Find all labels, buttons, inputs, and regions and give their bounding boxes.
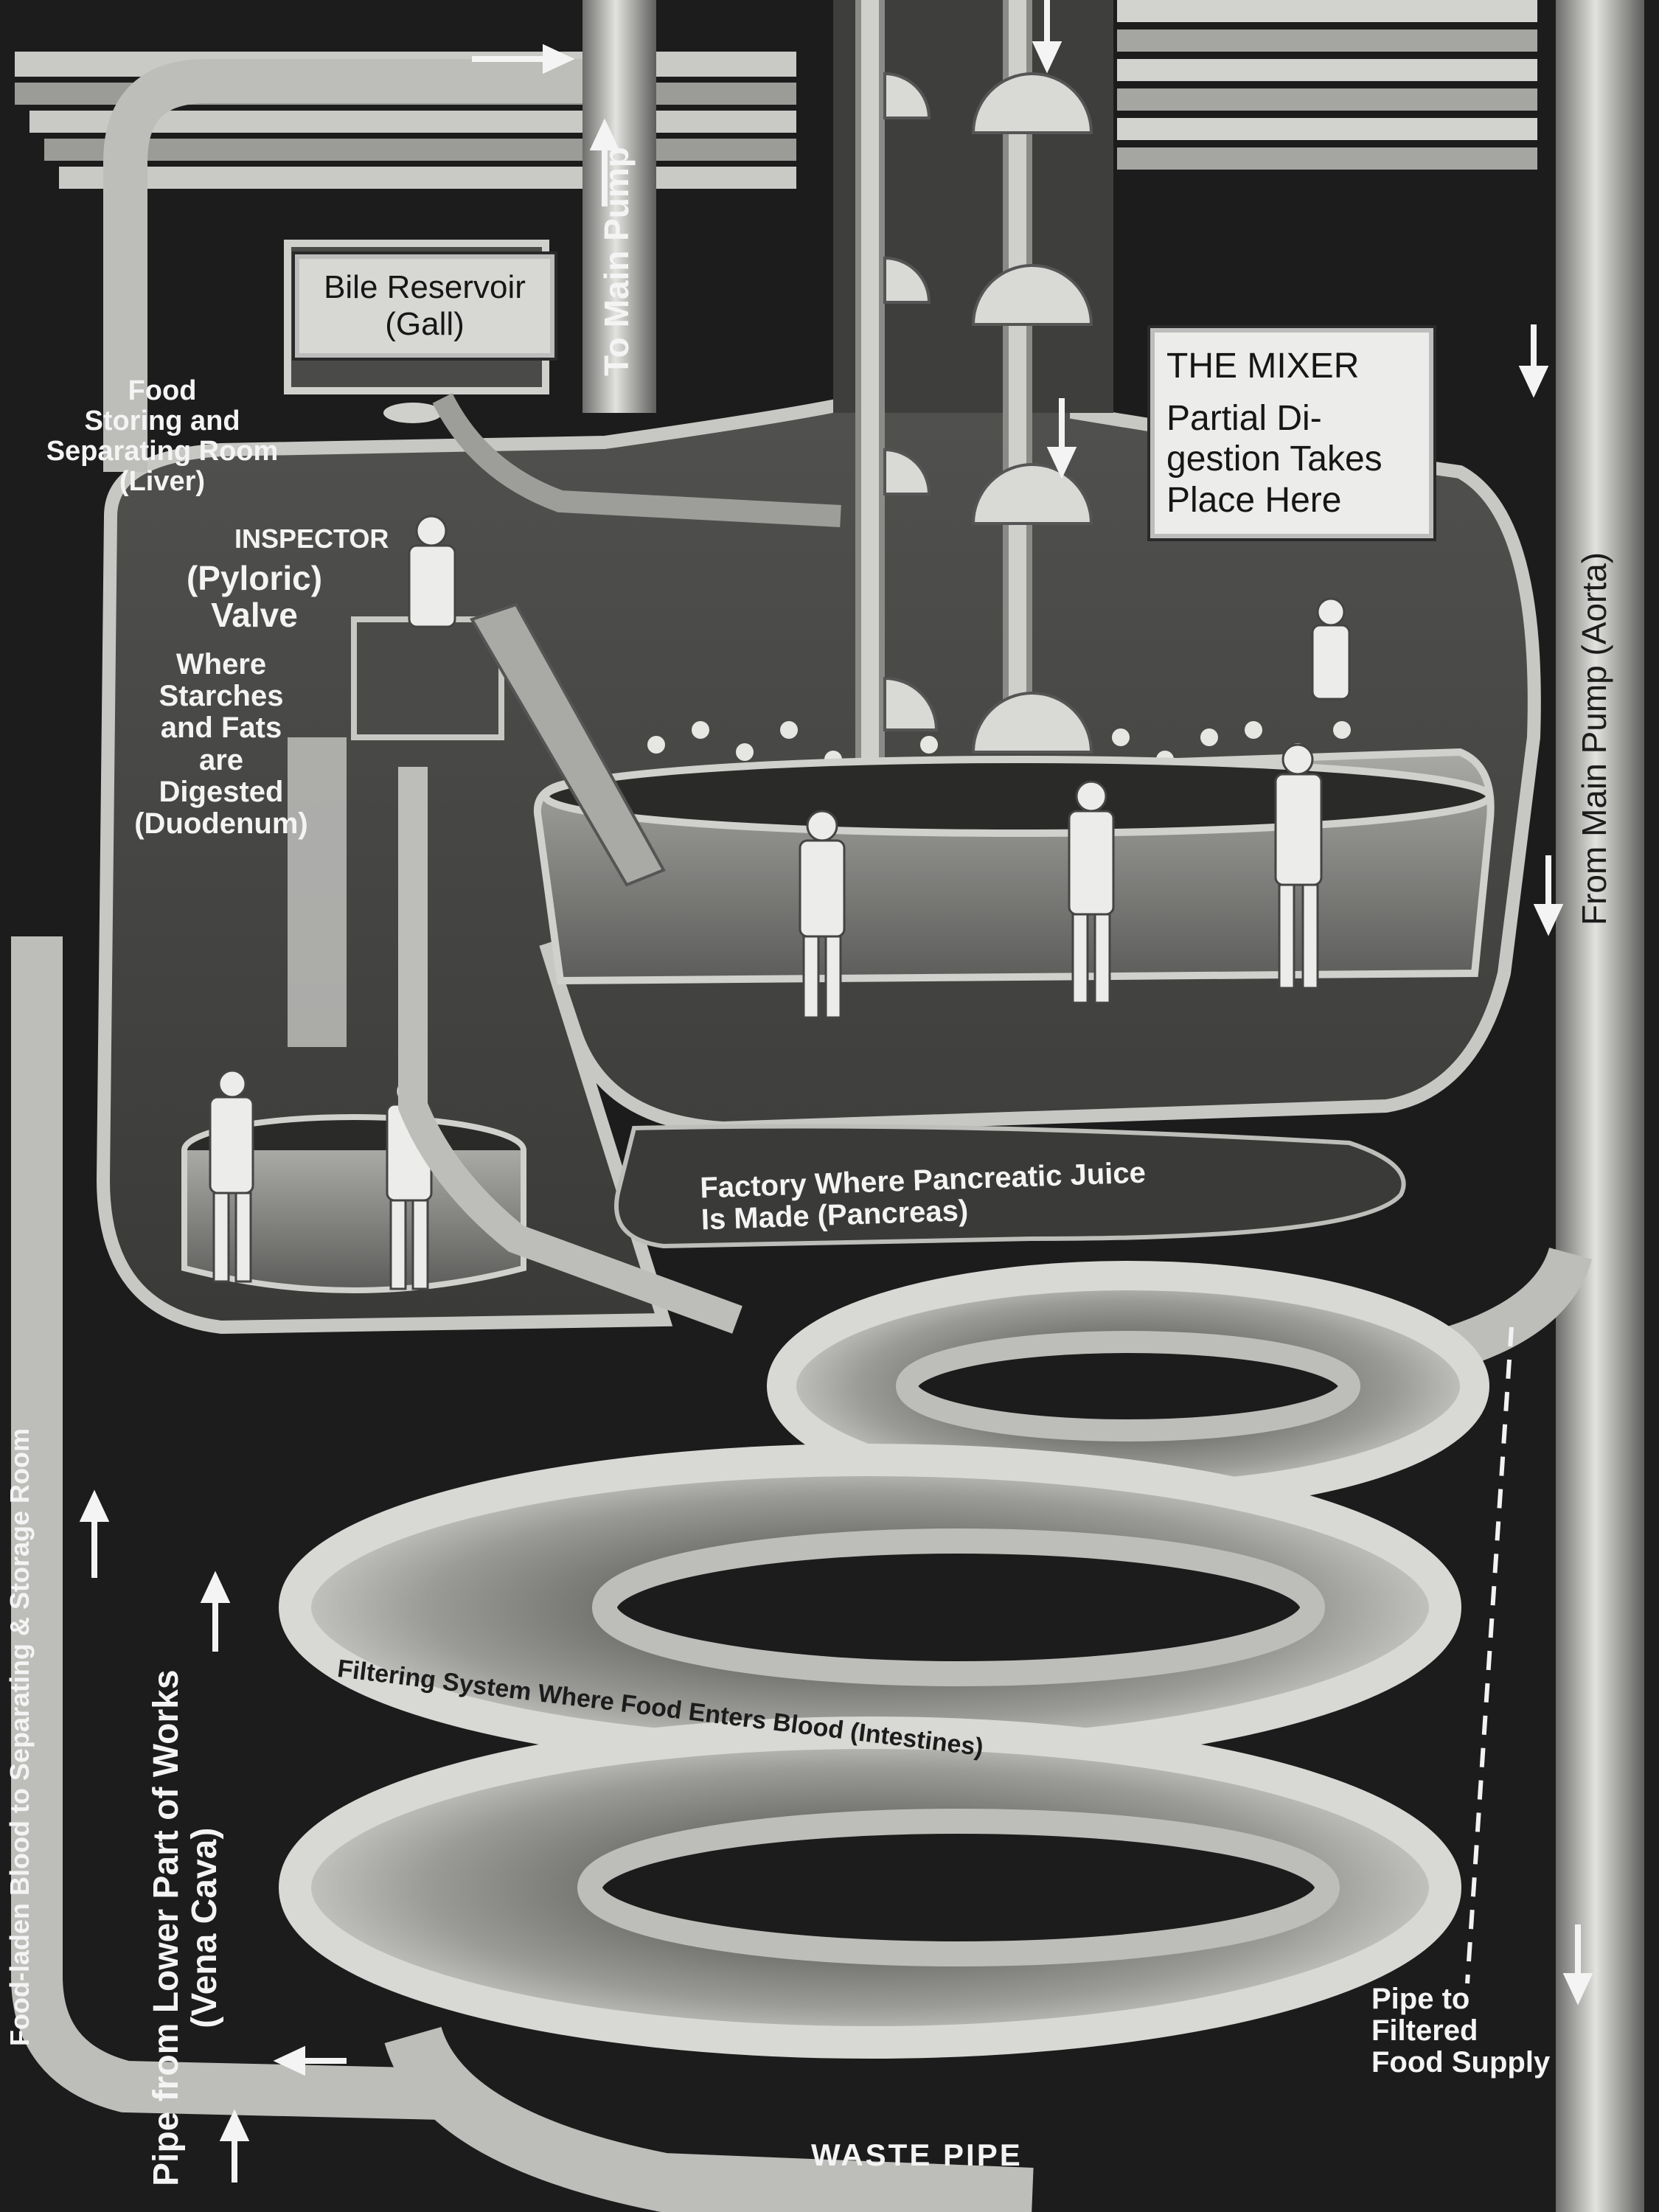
pyloric-valve-label: (Pyloric) Valve <box>170 560 339 633</box>
intestine-coils <box>279 1261 1489 2059</box>
bile-reservoir-line-2: (Gall) <box>385 306 465 342</box>
filtered-food-line-2: Filtered <box>1371 2014 1478 2048</box>
mixer-sign-line-2: gestion Takes <box>1166 439 1382 479</box>
mixer-sign-line-1: Partial Di- <box>1166 399 1322 439</box>
pancreas <box>614 1124 1406 1249</box>
duodenum-line-6: (Duodenum) <box>134 807 308 840</box>
duodenum-line-1: Where <box>175 648 267 681</box>
chain-left <box>855 0 885 885</box>
liver-line-2: Storing and <box>84 406 240 437</box>
inspector-figure <box>351 515 504 740</box>
filtered-food-line-1: Pipe to <box>1371 1983 1470 2015</box>
liver-label: Food Storing and Separating Room (Liver) <box>22 375 302 498</box>
stomach-duodenum-body <box>96 0 1541 1335</box>
liver-line-3: Separating Room <box>46 436 279 467</box>
mixer-sign: THE MIXER Partial Di- gestion Takes Plac… <box>1150 328 1433 538</box>
filtered-food-dashed-line <box>1465 1326 1514 1984</box>
mixer-paddles <box>883 72 1093 754</box>
duodenum-line-2: Starches <box>159 680 284 713</box>
liver-upper-pipe <box>103 59 582 472</box>
mixer-sign-title: THE MIXER <box>1166 347 1360 386</box>
bile-valve <box>383 403 442 423</box>
aorta-pipe <box>1556 0 1644 2212</box>
filtered-food-label: Pipe to Filtered Food Supply <box>1371 1983 1550 2079</box>
waste-pipe-label: WASTE PIPE <box>811 2138 1023 2172</box>
pipe-to-main-pump <box>582 0 656 413</box>
liver-roof-shelves <box>15 52 796 189</box>
duodenum-line-5: Digested <box>159 775 284 808</box>
workers-at-mixer <box>799 597 1351 1019</box>
pyloric-line-1: (Pyloric) <box>186 559 323 597</box>
mixer-sign-line-3: Place Here <box>1166 480 1342 520</box>
vena-cava-pipe <box>11 936 443 2120</box>
to-main-pump-label: To Main Pump <box>597 147 636 376</box>
mixing-tub <box>533 748 1495 985</box>
flow-arrows <box>79 0 1593 2183</box>
duodenum-label: Where Starches and Fats are Digested (Du… <box>111 648 332 840</box>
vena-cava-line-2: (Vena Cava) <box>184 1827 224 2028</box>
filtered-food-line-3: Food Supply <box>1371 2046 1551 2079</box>
stomach-chute <box>470 602 666 887</box>
duodenum-line-3: and Fats <box>160 712 282 745</box>
vena-cava-label: Pipe from Lower Part of Works (Vena Cava… <box>147 1669 224 2186</box>
liver-bile-duct <box>432 393 841 527</box>
vena-cava-line-1: Pipe from Lower Part of Works <box>147 1669 186 2186</box>
bile-reservoir-line-1: Bile Reservoir <box>324 269 526 305</box>
pyloric-line-2: Valve <box>211 595 298 634</box>
aorta-label: From Main Pump (Aorta) <box>1575 552 1613 925</box>
liver-line-1: Food <box>128 375 197 406</box>
duodenum-outlet-pipe <box>398 767 742 1334</box>
bile-reservoir-label: Bile Reservoir (Gall) <box>295 254 554 358</box>
liver-line-4: (Liver) <box>119 466 206 498</box>
waste-pipe-tube <box>384 2025 1034 2212</box>
upper-right-shelves <box>1117 0 1537 170</box>
inspector-label: INSPECTOR <box>234 524 389 554</box>
food-laden-blood-label: Food-laden Blood to Separating & Storage… <box>4 1427 35 2046</box>
duodenum-line-4: are <box>198 743 244 776</box>
